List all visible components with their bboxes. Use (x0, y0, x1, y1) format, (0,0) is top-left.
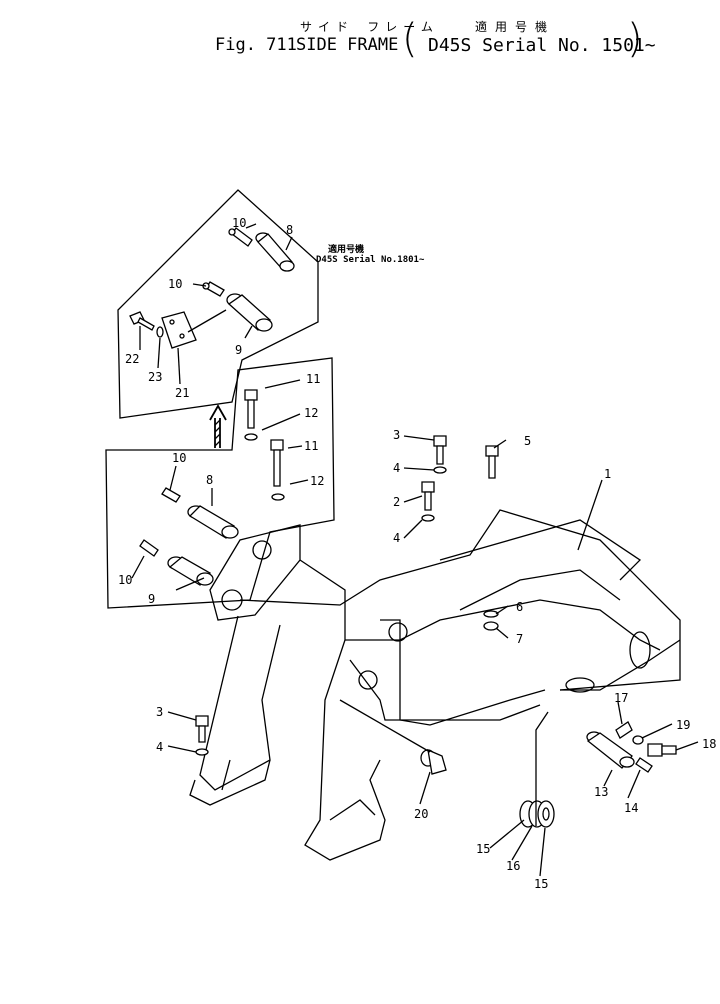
callout-10: 10 (168, 277, 182, 291)
plate-17 (615, 721, 633, 739)
figure-title: SIDE FRAME (296, 35, 399, 55)
callout-21: 21 (175, 386, 189, 400)
callout-22: 22 (125, 352, 139, 366)
callout-14: 14 (624, 801, 638, 815)
bolt-2 (421, 481, 435, 511)
callout-3: 3 (156, 705, 163, 719)
title-japanese: サイド フレーム (300, 20, 439, 34)
bolt-3-left (195, 715, 209, 743)
callout-10: 10 (172, 451, 186, 465)
callout-9: 9 (235, 343, 242, 357)
washer-4-left (195, 748, 209, 756)
serial-range: D45S Serial No. 1501~ (428, 35, 656, 56)
callout-7: 7 (516, 632, 523, 646)
figure-number: Fig. 711 (215, 35, 297, 55)
nut-7 (483, 621, 499, 631)
inset-panel-upper (117, 189, 319, 419)
callout-8: 8 (286, 223, 293, 237)
callout-12: 12 (304, 406, 318, 420)
callout-10: 10 (118, 573, 132, 587)
pin-13 (586, 731, 635, 769)
grease-fitting-10-mid (202, 281, 225, 297)
plate-21 (161, 311, 197, 349)
callout-23: 23 (148, 370, 162, 384)
inset-note-jp: 適用号機 (328, 243, 364, 255)
shims-15-16 (519, 800, 555, 828)
washer-23 (156, 326, 164, 338)
callout-19: 19 (676, 718, 690, 732)
washer-12-right (271, 493, 285, 501)
washer-6 (483, 610, 499, 618)
callout-9: 9 (148, 592, 155, 606)
callout-17: 17 (614, 691, 628, 705)
callout-11: 11 (306, 372, 320, 386)
callout-15: 15 (476, 842, 490, 856)
bushing-20 (420, 748, 447, 775)
bolt-18 (647, 743, 677, 757)
callout-4: 4 (156, 740, 163, 754)
washer-12-left (244, 433, 258, 441)
callout-4: 4 (393, 531, 400, 545)
grease-fitting-10-lower-a (161, 487, 181, 503)
washer-4-mid (421, 514, 435, 522)
grease-fitting-14 (635, 757, 653, 773)
arrow-indicator (209, 404, 227, 448)
pin-8-upper (255, 232, 295, 272)
callout-6: 6 (516, 600, 523, 614)
callout-8: 8 (206, 473, 213, 487)
bolt-11-left (244, 389, 258, 429)
callout-11: 11 (304, 439, 318, 453)
callout-16: 16 (506, 859, 520, 873)
callout-10: 10 (232, 216, 246, 230)
callout-4: 4 (393, 461, 400, 475)
callout-15: 15 (534, 877, 548, 891)
pin-9-lower (167, 556, 214, 586)
serial-japanese: 適用号機 (475, 20, 556, 34)
bolt-3-top (433, 435, 447, 465)
callout-3: 3 (393, 428, 400, 442)
callout-18: 18 (702, 737, 716, 751)
bolt-5 (485, 445, 499, 479)
bolt-11-right (270, 439, 284, 487)
grease-fitting-10-upper (228, 227, 253, 247)
washer-19 (632, 735, 644, 745)
callout-13: 13 (594, 785, 608, 799)
inset-panel-lower (105, 357, 335, 609)
callout-12: 12 (310, 474, 324, 488)
bolt-22 (129, 311, 155, 331)
side-frame-main (189, 509, 681, 861)
pin-9-upper (226, 293, 273, 332)
leader-lines (131, 223, 699, 877)
left-parenthesis: ( (402, 16, 418, 62)
right-parenthesis: ) (627, 16, 643, 62)
callout-2: 2 (393, 495, 400, 509)
callout-5: 5 (524, 434, 531, 448)
grease-fitting-10-lower-b (139, 539, 159, 557)
washer-4-top (433, 466, 447, 474)
pin-8-lower (187, 505, 239, 539)
callout-20: 20 (414, 807, 428, 821)
callout-1: 1 (604, 467, 611, 481)
inset-note-serial: D45S Serial No.1801~ (316, 254, 425, 265)
